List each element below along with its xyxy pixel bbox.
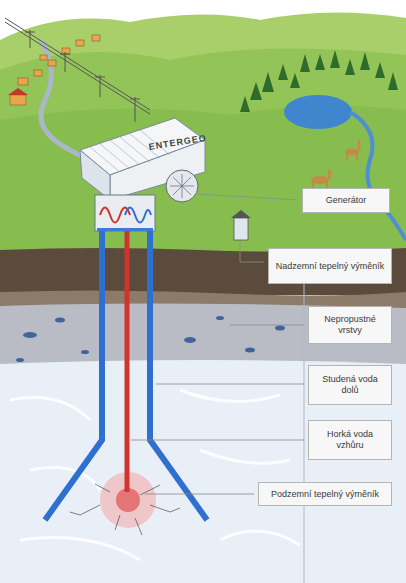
callout-box: Podzemní tepelný výměník xyxy=(258,482,392,506)
callout-box: Studená voda dolů xyxy=(308,365,392,405)
callout-text: Nadzemní tepelný výměník xyxy=(276,261,385,272)
callout-box: Nepropustné vrstvy xyxy=(308,306,392,344)
callout-text: Studená voda dolů xyxy=(314,374,386,396)
callout-box: Nadzemní tepelný výměník xyxy=(268,248,392,284)
callout-box: Horká voda vzhůru xyxy=(308,420,392,460)
callout-text: Horká voda vzhůru xyxy=(314,429,386,451)
callout-text: Podzemní tepelný výměník xyxy=(271,489,379,500)
callout-text: Generátor xyxy=(326,195,367,206)
callout-text: Nepropustné vrstvy xyxy=(314,314,386,336)
callout-box: Generátor xyxy=(302,188,390,213)
